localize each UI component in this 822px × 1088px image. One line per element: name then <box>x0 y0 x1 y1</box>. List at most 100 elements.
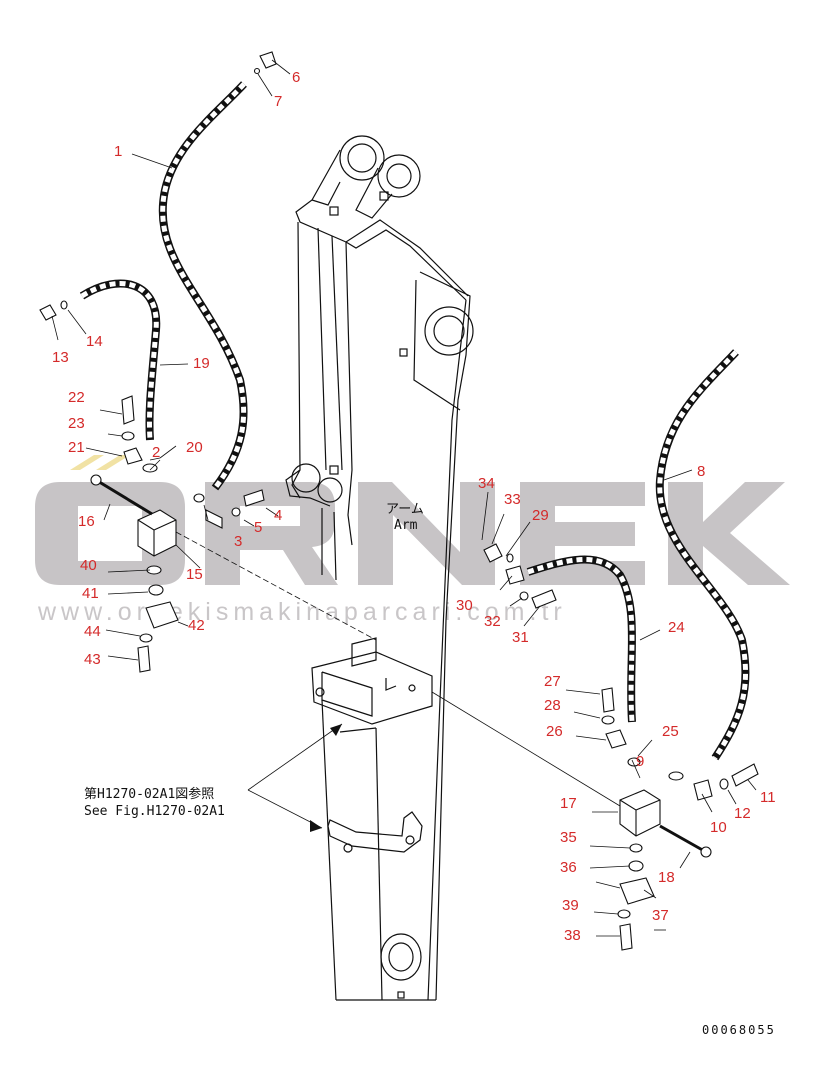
elbow-30 <box>505 565 525 585</box>
callout-29: 29 <box>532 507 549 524</box>
drawing-number: 00068055 <box>702 1023 776 1037</box>
callout-3: 3 <box>234 533 242 550</box>
callout-37: 37 <box>652 907 669 924</box>
callout-1: 1 <box>114 143 122 160</box>
arm-top-boss-left <box>339 135 385 181</box>
callout-40: 40 <box>80 557 97 574</box>
watermark: www.ornekismakinaparcari.com.tr <box>35 455 790 626</box>
callout-17: 17 <box>560 795 577 812</box>
hoses <box>79 81 750 761</box>
oring-14 <box>60 300 68 310</box>
bolt-16 <box>95 478 153 516</box>
callout-31: 31 <box>512 629 529 646</box>
callout-28: 28 <box>544 697 561 714</box>
hose-19 <box>79 279 161 441</box>
hose-24 <box>526 555 636 723</box>
arm-label-en: Arm <box>394 518 418 533</box>
callout-10: 10 <box>710 819 727 836</box>
callout-8: 8 <box>697 463 705 480</box>
clip-21 <box>123 447 143 465</box>
washer-44 <box>139 633 153 643</box>
callout-24: 24 <box>668 619 685 636</box>
callout-30: 30 <box>456 597 473 614</box>
callout-14: 14 <box>86 333 103 350</box>
callout-25: 25 <box>662 723 679 740</box>
watermark-url: www.ornekismakinaparcari.com.tr <box>37 598 567 626</box>
reference-jp: 第H1270-02A1図参照 <box>84 786 214 802</box>
lower-clamp <box>327 811 423 853</box>
callout-41: 41 <box>82 585 99 602</box>
callout-4: 4 <box>274 507 282 524</box>
callout-35: 35 <box>560 829 577 846</box>
fitting-6 <box>259 51 277 69</box>
bolt-27 <box>601 687 615 713</box>
arrowheads <box>310 724 342 832</box>
clip-26 <box>605 729 627 749</box>
callout-43: 43 <box>84 651 101 668</box>
arm-top-boss-right <box>377 154 421 198</box>
callout-38: 38 <box>564 927 581 944</box>
callout-15: 15 <box>186 566 203 583</box>
oring-25 <box>627 757 641 767</box>
bolt-22 <box>121 395 135 425</box>
clamp-37 <box>619 877 655 905</box>
callout-33: 33 <box>504 491 521 508</box>
oring-9 <box>668 771 684 781</box>
bolt-11 <box>731 763 759 787</box>
callout-18: 18 <box>658 869 675 886</box>
callouts: 1 2 3 4 5 6 7 8 9 10 11 12 13 14 15 16 1… <box>52 69 776 944</box>
seal-41 <box>148 584 164 596</box>
callout-13: 13 <box>52 349 69 366</box>
callout-19: 19 <box>193 355 210 372</box>
callout-7: 7 <box>274 93 282 110</box>
washer-28 <box>601 715 615 725</box>
callout-39: 39 <box>562 897 579 914</box>
callout-16: 16 <box>78 513 95 530</box>
watermark-logo <box>35 482 790 585</box>
callout-23: 23 <box>68 415 85 432</box>
callout-9: 9 <box>636 753 644 770</box>
arm-structure <box>285 135 474 1001</box>
washer-23 <box>121 431 135 441</box>
callout-27: 27 <box>544 673 561 690</box>
oring-29 <box>506 553 514 563</box>
callout-32: 32 <box>484 613 501 630</box>
oring-35 <box>629 843 643 853</box>
seal-36 <box>628 860 644 872</box>
arm-bottom-boss <box>380 933 422 981</box>
callout-22: 22 <box>68 389 85 406</box>
arm-label-jp: アーム <box>386 502 424 517</box>
block-17 <box>619 789 661 837</box>
bolt-31 <box>531 589 557 609</box>
bolt-38 <box>619 923 633 951</box>
callout-36: 36 <box>560 859 577 876</box>
watermark-accent-2 <box>96 455 130 470</box>
callout-26: 26 <box>546 723 563 740</box>
washer-5 <box>231 507 241 517</box>
callout-12: 12 <box>734 805 751 822</box>
callout-44: 44 <box>84 623 101 640</box>
callout-21: 21 <box>68 439 85 456</box>
bolt-43 <box>137 645 151 673</box>
callout-42: 42 <box>188 617 205 634</box>
washer-39 <box>617 909 631 919</box>
callout-11: 11 <box>760 789 776 806</box>
fittings <box>39 51 759 951</box>
washer-12 <box>719 778 729 790</box>
elbow-10 <box>693 779 713 801</box>
arm-pin-boss <box>424 306 474 356</box>
callout-20: 20 <box>186 439 203 456</box>
notes: アーム Arm 第H1270-02A1図参照 See Fig.H1270-02A… <box>84 502 776 1037</box>
callout-2: 2 <box>152 444 160 461</box>
callout-34: 34 <box>478 475 495 492</box>
oring-7 <box>253 67 261 75</box>
leader-lines <box>51 59 757 937</box>
clamp-42 <box>145 601 179 629</box>
callout-5: 5 <box>254 519 262 536</box>
fitting-13 <box>39 304 57 321</box>
hose-1 <box>158 81 248 491</box>
watermark-accent-1 <box>70 455 104 470</box>
reference-en: See Fig.H1270-02A1 <box>84 804 225 819</box>
callout-6: 6 <box>292 69 300 86</box>
